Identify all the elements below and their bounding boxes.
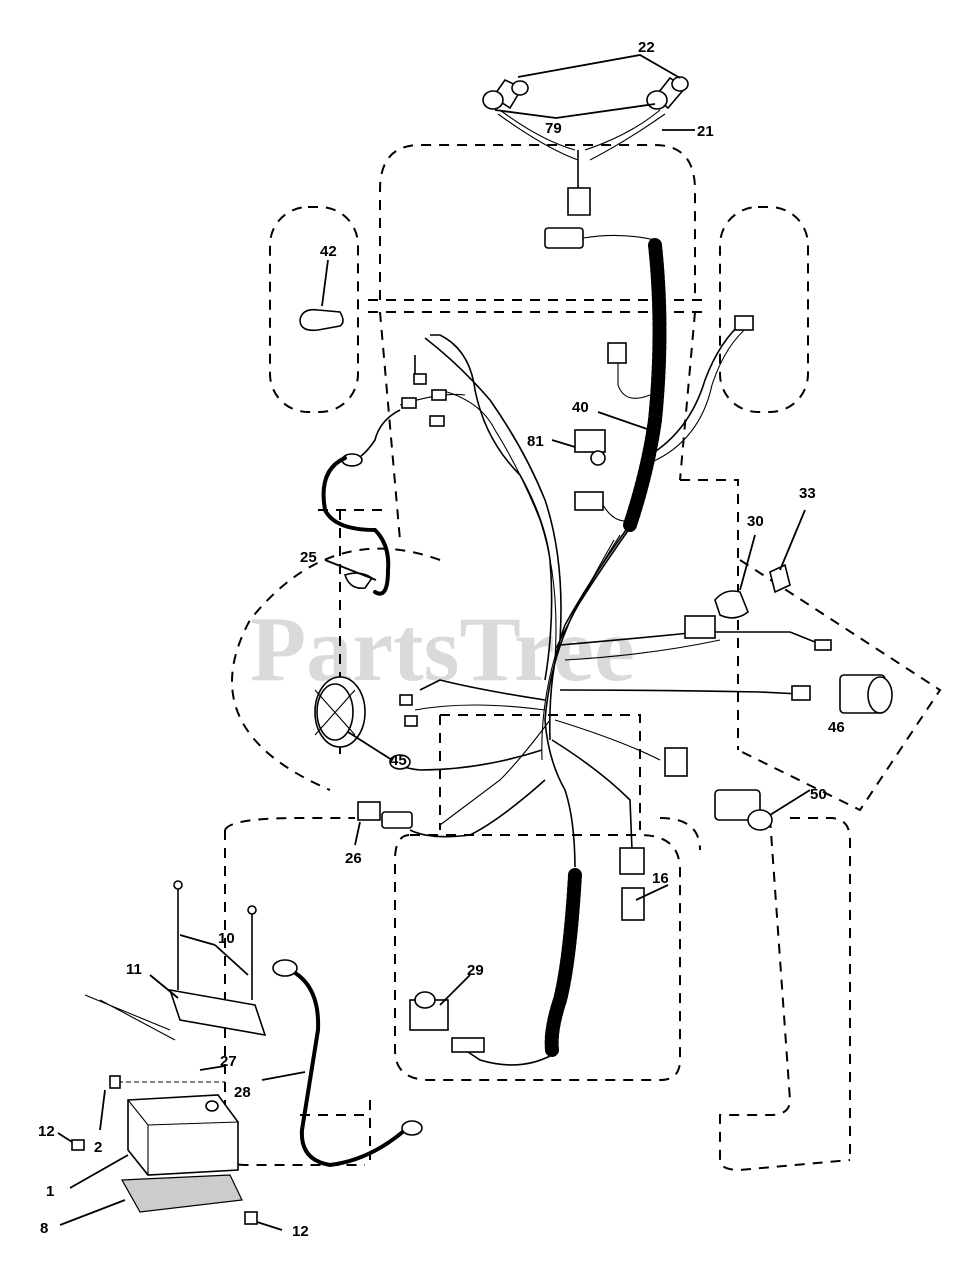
part-81 bbox=[551, 429, 606, 466]
headlight-assembly bbox=[482, 76, 689, 216]
callout-40: 40 bbox=[572, 399, 589, 416]
part-50 bbox=[714, 789, 811, 831]
callout-50: 50 bbox=[810, 786, 827, 803]
callout-81: 81 bbox=[527, 433, 544, 450]
part-46 bbox=[839, 674, 893, 714]
lower-conduit bbox=[464, 867, 583, 1066]
watermark: PartsTree bbox=[250, 598, 635, 700]
wire-conduit-40 bbox=[597, 237, 668, 533]
callout-79: 79 bbox=[545, 120, 562, 137]
callout-16: 16 bbox=[652, 870, 669, 887]
part-30 bbox=[714, 534, 756, 619]
central-bundle bbox=[389, 524, 832, 871]
callout-29: 29 bbox=[467, 962, 484, 979]
part-16 bbox=[619, 847, 669, 921]
dash-connector bbox=[574, 491, 633, 522]
callout-21: 21 bbox=[697, 123, 714, 140]
callout-10: 10 bbox=[218, 930, 235, 947]
callout-30: 30 bbox=[747, 513, 764, 530]
part-33 bbox=[769, 509, 806, 594]
battery-assembly bbox=[57, 880, 423, 1231]
callout-28: 28 bbox=[234, 1084, 251, 1101]
callout-11: 11 bbox=[126, 961, 142, 978]
callout-12-left: 12 bbox=[38, 1123, 55, 1140]
callout-46: 46 bbox=[828, 719, 845, 736]
callout-27: 27 bbox=[220, 1053, 237, 1070]
part-45 bbox=[314, 676, 393, 761]
part-29 bbox=[409, 974, 485, 1053]
right-harness-branch bbox=[607, 315, 754, 463]
callout-42: 42 bbox=[320, 243, 337, 260]
callout-22: 22 bbox=[638, 39, 655, 56]
callout-labels: 22 79 21 42 40 81 33 30 25 46 45 50 26 1… bbox=[38, 39, 845, 1240]
left-harness bbox=[321, 334, 562, 681]
callout-2: 2 bbox=[94, 1139, 102, 1156]
part-42 bbox=[299, 259, 344, 332]
front-connector bbox=[544, 227, 656, 249]
part-26 bbox=[354, 801, 413, 846]
callout-26: 26 bbox=[345, 850, 362, 867]
callout-33: 33 bbox=[799, 485, 816, 502]
callout-25: 25 bbox=[300, 549, 317, 566]
callout-8: 8 bbox=[40, 1220, 48, 1237]
callout-1: 1 bbox=[46, 1183, 54, 1200]
callout-45: 45 bbox=[390, 752, 407, 769]
callout-12-bottom: 12 bbox=[292, 1223, 309, 1240]
